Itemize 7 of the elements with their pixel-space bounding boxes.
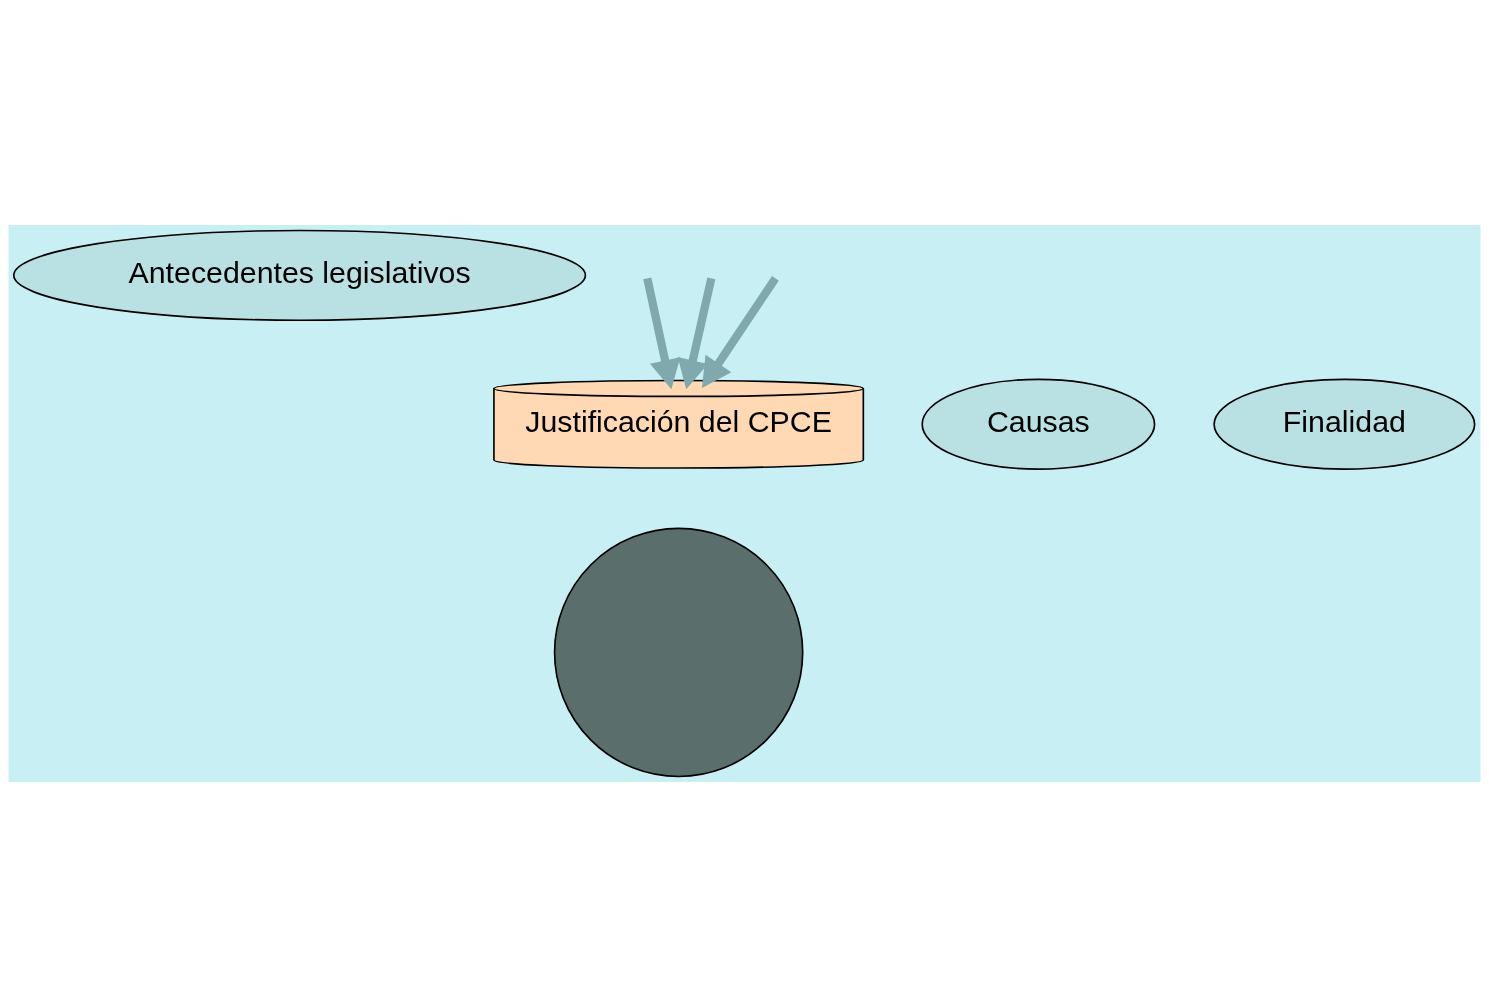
node-ellipse: Causas	[921, 378, 1156, 470]
arrow	[701, 275, 779, 388]
arrow	[677, 276, 716, 389]
node-ellipse: Antecedentes legislativos	[12, 229, 587, 321]
node-circle	[553, 527, 804, 777]
arrow	[643, 277, 681, 389]
node-ellipse: Finalidad	[1213, 378, 1476, 470]
